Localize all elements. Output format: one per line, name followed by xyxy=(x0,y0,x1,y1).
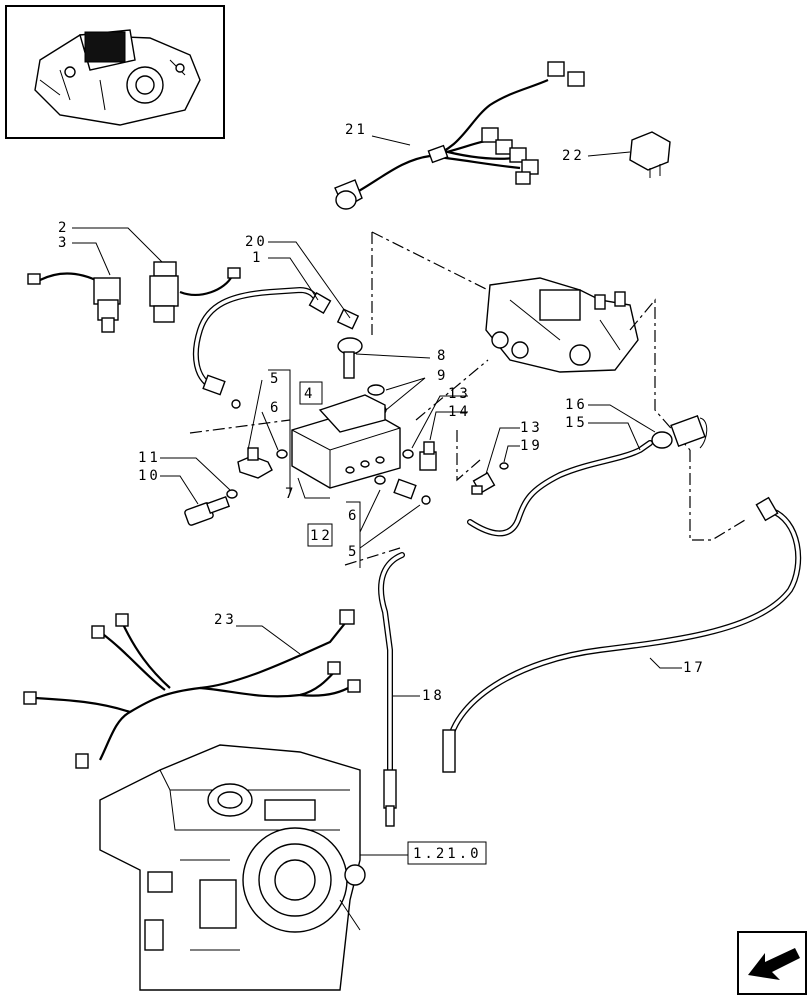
assembly-thumbnail-icon xyxy=(5,5,225,139)
wiring-harness-21 xyxy=(334,61,585,210)
callout-20: 20 xyxy=(245,234,268,250)
callout-14: 14 xyxy=(448,404,471,420)
callout-5-lower: 5 xyxy=(348,544,359,560)
ref-box-12: 12 xyxy=(310,528,333,544)
callout-11: 11 xyxy=(138,450,161,466)
callout-22: 22 xyxy=(562,148,585,164)
fitting-20 xyxy=(336,308,360,330)
callout-2: 2 xyxy=(58,220,69,236)
callout-16: 16 xyxy=(565,397,588,413)
sensor-14 xyxy=(419,441,437,471)
callout-19: 19 xyxy=(520,438,543,454)
o-ring-6-lower xyxy=(374,475,386,485)
o-ring-6-left xyxy=(276,449,288,459)
wiring-harness-23 xyxy=(23,609,361,769)
banjo-bolt-8 xyxy=(337,337,363,379)
washer-13 xyxy=(402,449,414,459)
ref-box-1-21-0: 1.21.0 xyxy=(413,846,482,862)
hose-17 xyxy=(442,496,802,773)
callout-8: 8 xyxy=(437,348,448,364)
callout-5-left: 5 xyxy=(270,371,281,387)
callout-1: 1 xyxy=(252,250,263,266)
next-page-arrow-icon[interactable] xyxy=(737,931,807,995)
washer-11 xyxy=(226,489,238,499)
callout-6-lower: 6 xyxy=(348,508,359,524)
callout-13-lower: 13 xyxy=(520,420,543,436)
hose-18 xyxy=(378,552,405,827)
pipe-1 xyxy=(192,286,332,396)
solenoid-3 xyxy=(27,272,121,333)
solenoid-2 xyxy=(149,261,241,323)
elbow-fitting-5-left xyxy=(237,447,273,479)
quick-coupling-16 xyxy=(651,414,708,449)
adapter-5-lower xyxy=(393,478,417,500)
callout-18: 18 xyxy=(422,688,445,704)
pipe-15 xyxy=(467,440,653,537)
callout-23: 23 xyxy=(214,612,237,628)
callout-10: 10 xyxy=(138,468,161,484)
valve-block-7 xyxy=(291,394,401,489)
callout-3: 3 xyxy=(58,235,69,251)
callout-13-upper: 13 xyxy=(448,386,471,402)
callout-7: 7 xyxy=(285,486,296,502)
bolt-10 xyxy=(184,495,231,526)
sensor-19 xyxy=(471,471,496,495)
valve-assembly xyxy=(485,277,639,373)
callout-21: 21 xyxy=(345,122,368,138)
callout-15: 15 xyxy=(565,415,588,431)
callout-6-left: 6 xyxy=(270,400,281,416)
ref-box-4: 4 xyxy=(304,386,315,402)
transmission-housing xyxy=(99,744,366,991)
relay-22 xyxy=(629,131,671,178)
callout-9: 9 xyxy=(437,368,448,384)
callout-17: 17 xyxy=(683,660,706,676)
